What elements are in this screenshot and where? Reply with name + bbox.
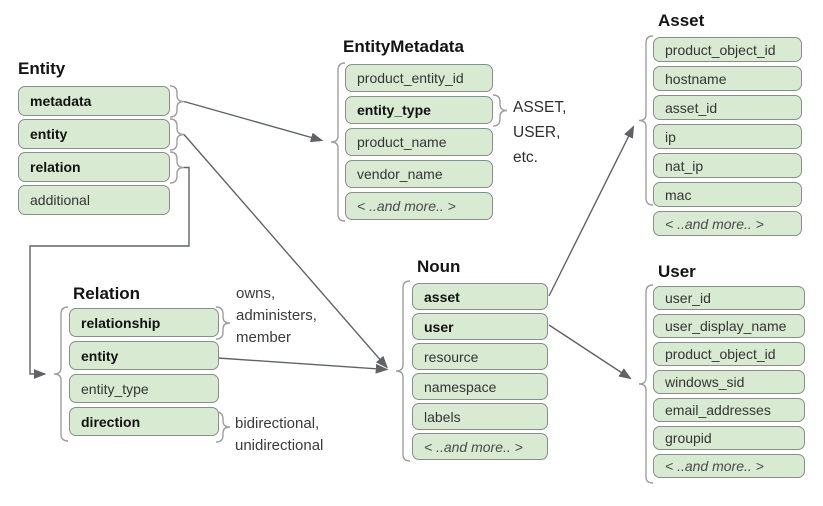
entity-row-additional: additional (18, 185, 170, 215)
asset-row-hostname: hostname (653, 66, 802, 91)
noun-row-and-more: < ..and more.. > (412, 433, 548, 460)
asset-box: Asset product_object_id hostname asset_i… (653, 11, 802, 240)
brace-right-direction (215, 411, 231, 443)
asset-row-asset-id: asset_id (653, 95, 802, 120)
direction-values-note: bidirectional, unidirectional (235, 415, 324, 454)
brace-left-entitymetadata (330, 62, 346, 222)
user-row-windows-sid: windows_sid (653, 370, 805, 394)
asset-row-and-more: < ..and more.. > (653, 211, 802, 236)
entity-row-entity: entity (18, 119, 170, 149)
brace-left-relation (53, 306, 69, 442)
asset-row-nat-ip: nat_ip (653, 153, 802, 178)
user-row-email-addresses: email_addresses (653, 398, 805, 422)
noun-row-asset: asset (412, 283, 548, 310)
entitymetadata-row-and-more: < ..and more.. > (345, 192, 493, 220)
noun-row-user: user (412, 313, 548, 340)
asset-row-mac: mac (653, 182, 802, 207)
relationship-values-note: owns, administers, member (236, 285, 317, 346)
entitymetadata-row-product-entity-id: product_entity_id (345, 64, 493, 92)
user-box: User user_id user_display_name product_o… (653, 262, 805, 482)
entitymetadata-row-vendor-name: vendor_name (345, 160, 493, 188)
connector-noun-user-to-user (548, 324, 632, 380)
user-row-and-more: < ..and more.. > (653, 454, 805, 478)
user-row-groupid: groupid (653, 426, 805, 450)
noun-title: Noun (417, 257, 461, 276)
entity-row-relation: relation (18, 152, 170, 182)
brace-left-asset (638, 35, 654, 206)
brace-right-entity-relation (169, 151, 185, 184)
entitymetadata-box: EntityMetadata product_entity_id entity_… (343, 37, 493, 224)
brace-right-entity-metadata (169, 85, 185, 118)
brace-right-entity-type (492, 94, 508, 127)
relation-row-entity: entity (69, 341, 219, 370)
brace-left-noun (395, 280, 411, 462)
user-title: User (658, 262, 696, 281)
entitymetadata-title: EntityMetadata (343, 37, 464, 56)
entity-title: Entity (18, 59, 66, 78)
connector-relation-to-relation-box (29, 166, 190, 379)
user-row-product-object-id: product_object_id (653, 342, 805, 366)
relation-title: Relation (73, 284, 141, 303)
relation-row-direction: direction (69, 407, 219, 436)
brace-right-entity-entity (169, 118, 185, 151)
connector-entity-to-noun (183, 134, 388, 369)
brace-left-user (638, 284, 654, 484)
user-row-user-id: user_id (653, 286, 805, 310)
asset-row-ip: ip (653, 124, 802, 149)
relation-row-entity-type: entity_type (69, 374, 219, 403)
asset-row-product-object-id: product_object_id (653, 37, 802, 62)
entity-row-metadata: metadata (18, 86, 170, 116)
entity-box: Entity metadata entity relation addition… (18, 59, 170, 218)
noun-row-resource: resource (412, 343, 548, 370)
entitymetadata-row-product-name: product_name (345, 128, 493, 156)
connector-relation-entity-to-noun (217, 357, 389, 374)
relation-box: Relation relationship entity entity_type… (69, 284, 219, 440)
connector-metadata-to-entitymetadata (183, 100, 324, 143)
user-row-user-display-name: user_display_name (653, 314, 805, 338)
entitymetadata-row-entity-type: entity_type (345, 96, 493, 124)
relation-row-relationship: relationship (69, 308, 219, 337)
noun-box: Noun asset user resource namespace label… (412, 257, 548, 463)
brace-right-relationship (215, 306, 231, 340)
noun-row-namespace: namespace (412, 373, 548, 400)
asset-title: Asset (658, 11, 705, 30)
entity-type-values-note: ASSET, USER, etc. (513, 99, 567, 166)
noun-row-labels: labels (412, 403, 548, 430)
connector-noun-asset-to-asset (548, 125, 635, 297)
